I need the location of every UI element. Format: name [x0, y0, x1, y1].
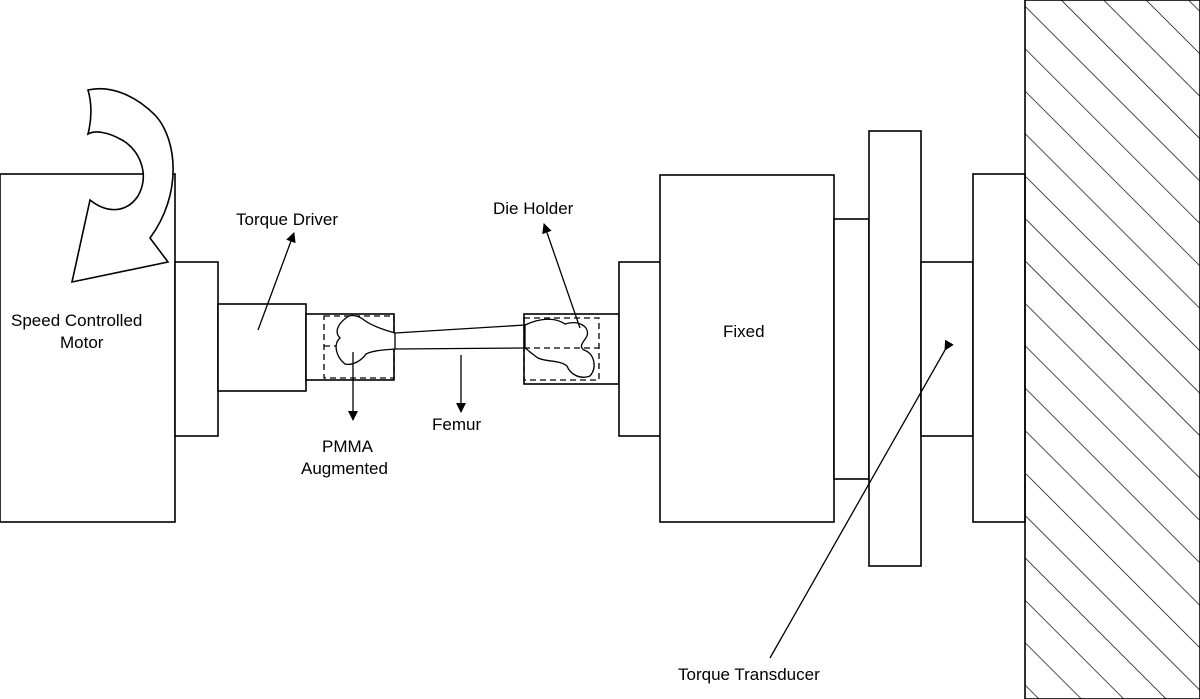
motor-label-line2: Motor [60, 333, 104, 352]
fixed-label: Fixed [723, 322, 765, 341]
motor-shaft-flange [174, 261, 219, 437]
pmma-label-line1: PMMA [322, 437, 374, 456]
curved-rotation-arrow-icon [70, 88, 174, 284]
femur-label: Femur [432, 415, 481, 434]
die-holder-leader [542, 223, 581, 329]
motor-label-line1: Speed Controlled [11, 311, 142, 330]
transducer-coupling-left [833, 218, 870, 480]
torque-transducer-label: Torque Transducer [678, 665, 820, 684]
fixed-shaft-flange [618, 261, 662, 437]
pmma-label-line2: Augmented [301, 459, 388, 478]
torque-driver-label: Torque Driver [236, 210, 338, 229]
transducer-coupling-right [920, 261, 974, 437]
fixed-block [659, 174, 835, 523]
torque-driver-leader [257, 232, 296, 331]
wall-mount-plate [972, 173, 1026, 523]
die-holder-label: Die Holder [493, 199, 574, 218]
torque-driver-block [217, 303, 307, 392]
fixed-wall [1024, 0, 1200, 699]
torque-transducer-leader [769, 339, 954, 659]
torque-transducer-disk [868, 130, 922, 567]
